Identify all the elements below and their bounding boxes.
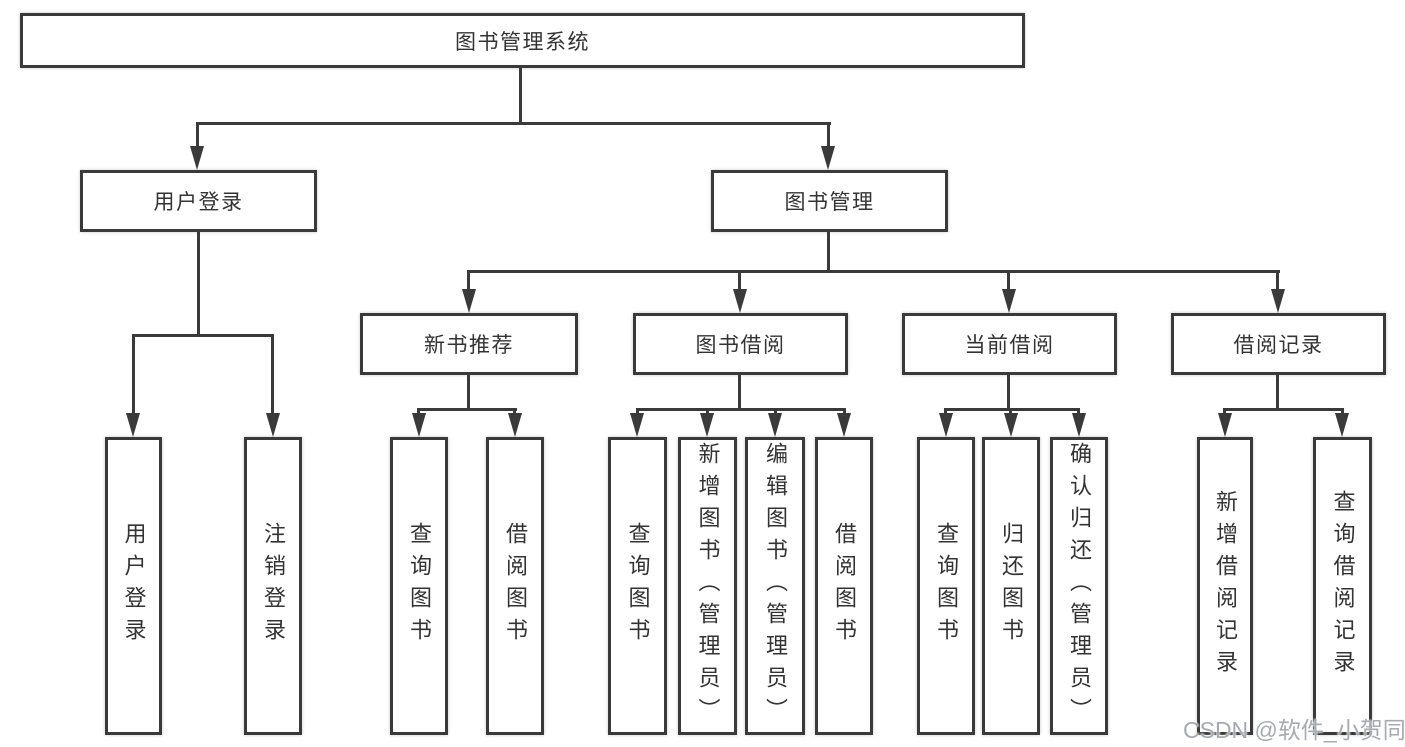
node-label: 确认归还（管理员） (1067, 442, 1092, 730)
connector-drop (513, 408, 516, 417)
arrow-down-icon (700, 413, 714, 437)
arrow-down-icon (190, 146, 204, 170)
connector-drop (843, 408, 846, 417)
node-label: 新书推荐 (424, 334, 514, 357)
node-label: 查询借阅记录 (1330, 490, 1356, 682)
connector-borrowing-bar (636, 408, 845, 411)
node-borrowing-records: 借阅记录 (1171, 313, 1386, 375)
connector-drop (706, 408, 709, 417)
arrow-down-icon (821, 146, 835, 170)
connector-to-borrowing (738, 270, 741, 294)
node-book-management: 图书管理 (711, 170, 948, 232)
node-new-book-recommendation: 新书推荐 (360, 313, 578, 375)
node-label: 借阅记录 (1233, 334, 1324, 357)
connector-to-book-management (827, 122, 830, 150)
arrow-down-icon (939, 413, 953, 437)
connector-management-stem (827, 232, 830, 273)
leaf-query-books-new: 查询图书 (390, 437, 448, 735)
arrow-down-icon (733, 289, 747, 313)
connector-drop (1077, 408, 1080, 417)
connector-login-stem (197, 232, 200, 337)
node-label: 查询图书 (625, 522, 651, 650)
node-label: 新增图书（管理员） (695, 442, 721, 730)
node-label: 归还图书 (999, 522, 1024, 650)
arrow-down-icon (462, 289, 476, 313)
node-label: 新增借阅记录 (1213, 490, 1238, 682)
node-label: 当前借阅 (964, 334, 1055, 357)
connector-root-stem (519, 68, 522, 125)
leaf-confirm-return-admin: 确认归还（管理员） (1050, 437, 1108, 735)
arrow-down-icon (1271, 289, 1285, 313)
connector-newbook-stem (467, 375, 470, 411)
node-library-system: 图书管理系统 (20, 13, 1025, 68)
leaf-borrow-books-borrowing: 借阅图书 (815, 437, 873, 735)
arrow-down-icon (412, 413, 426, 437)
arrow-down-icon (1072, 413, 1086, 437)
connector-to-new-book (467, 270, 470, 294)
leaf-query-borrow-record: 查询借阅记录 (1313, 437, 1372, 735)
node-label: 借阅图书 (503, 522, 528, 650)
connector-records-stem (1276, 375, 1279, 411)
arrow-down-icon (1218, 413, 1232, 437)
node-label: 查询图书 (934, 522, 959, 650)
connector-to-user-login (196, 122, 199, 150)
node-label: 借阅图书 (832, 522, 857, 650)
connector-to-leaf-user-login (132, 334, 135, 416)
connector-newbook-bar (417, 408, 517, 411)
leaf-add-borrow-record: 新增借阅记录 (1197, 437, 1253, 735)
connector-current-bar (944, 408, 1080, 411)
arrow-down-icon (837, 413, 851, 437)
leaf-borrow-books-new: 借阅图书 (486, 437, 544, 735)
connector-drop (1009, 408, 1012, 417)
connector-management-bar (467, 270, 1280, 273)
node-label: 图书管理系统 (455, 30, 590, 54)
connector-drop (417, 408, 420, 417)
leaf-logout: 注销登录 (244, 437, 302, 735)
node-book-borrowing: 图书借阅 (633, 313, 848, 375)
arrow-down-icon (1002, 289, 1016, 313)
node-label: 图书管理 (784, 191, 875, 214)
leaf-query-books-borrowing: 查询图书 (608, 437, 667, 735)
leaf-user-login: 用户登录 (105, 437, 162, 735)
leaf-return-book: 归还图书 (982, 437, 1040, 735)
connector-records-bar (1223, 408, 1344, 411)
connector-drop (944, 408, 947, 417)
csdn-watermark: CSDN @软件_小贺同学 (1183, 717, 1405, 743)
arrow-down-icon (126, 413, 140, 437)
connector-borrowing-stem (738, 375, 741, 411)
arrow-down-icon (508, 413, 522, 437)
node-current-borrowing: 当前借阅 (902, 313, 1117, 375)
node-label: 图书借阅 (695, 334, 786, 357)
connector-to-records (1276, 270, 1279, 294)
connector-root-bar (196, 122, 831, 125)
arrow-down-icon (1004, 413, 1018, 437)
arrow-down-icon (1335, 413, 1349, 437)
connector-to-current (1007, 270, 1010, 294)
connector-current-stem (1007, 375, 1010, 411)
leaf-add-book-admin: 新增图书（管理员） (678, 437, 737, 735)
connector-login-bar (132, 334, 274, 337)
leaf-edit-book-admin: 编辑图书（管理员） (745, 437, 805, 735)
node-label: 用户登录 (121, 522, 147, 650)
arrow-down-icon (630, 413, 644, 437)
connector-to-leaf-logout (271, 334, 274, 416)
connector-drop (636, 408, 639, 417)
node-label: 注销登录 (261, 522, 286, 650)
node-label: 查询图书 (407, 522, 432, 650)
leaf-query-books-current: 查询图书 (917, 437, 975, 735)
arrow-down-icon (768, 413, 782, 437)
connector-drop (1341, 408, 1344, 417)
node-user-login: 用户登录 (80, 170, 317, 232)
arrow-down-icon (266, 413, 280, 437)
connector-drop (774, 408, 777, 417)
node-label: 用户登录 (153, 191, 244, 214)
connector-drop (1223, 408, 1226, 417)
node-label: 编辑图书（管理员） (763, 442, 788, 730)
